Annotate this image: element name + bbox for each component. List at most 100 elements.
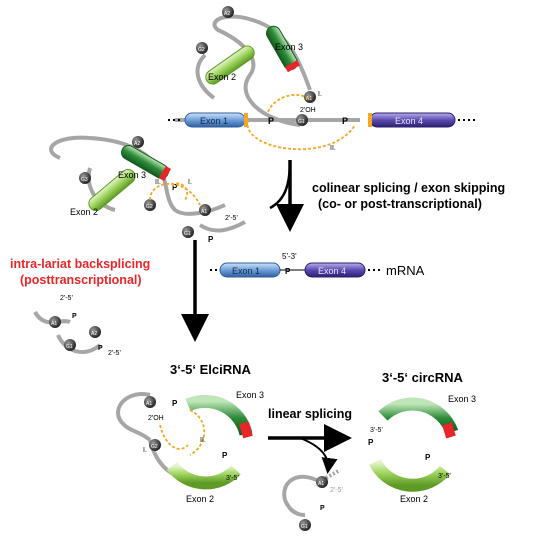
phosphate-lariat-2: P <box>98 345 103 352</box>
svg-text:A1: A1 <box>306 96 312 102</box>
link-35-circ-1: 3'-5' <box>370 427 383 434</box>
exon-2-elci <box>166 461 241 490</box>
exon-3-label-elci: Exon 3 <box>236 390 264 400</box>
intron-curve-top <box>195 53 216 100</box>
svg-text:A1: A1 <box>318 481 324 487</box>
link-25-excised: 2'-5' <box>330 487 343 494</box>
exon-3-top <box>266 25 301 73</box>
exon-3-end-circ <box>442 422 456 439</box>
exon-2-label-top: Exon 2 <box>208 72 236 82</box>
arrow-linear-side <box>299 437 338 474</box>
node-A1-top: A1 <box>304 91 316 103</box>
pre-mrna-top: Exon 2 Exon 3 Exon 1 Exon 4 P P A2 G2 A1… <box>168 6 478 152</box>
exon-2-label-left: Exon 2 <box>70 207 98 217</box>
step-I-top: I. <box>318 91 322 98</box>
intron-curve-left <box>86 167 116 212</box>
svg-text:A2: A2 <box>224 11 230 17</box>
svg-text:G2: G2 <box>146 204 153 210</box>
step-II-elci: II. <box>200 437 206 444</box>
step-I-elci: I. <box>143 447 147 454</box>
node-G2-top: G2 <box>196 42 208 54</box>
exon-3-label-circ: Exon 3 <box>448 394 476 404</box>
link-53-mrna: 5'-3' <box>282 252 297 261</box>
node-A1-lariat: A1 <box>49 316 61 328</box>
svg-text:G2: G2 <box>151 444 158 450</box>
mrna-label: mRNA <box>386 263 425 278</box>
reaction-arc-elci-2 <box>189 409 206 456</box>
node-G1-lariat: G1 <box>64 339 76 351</box>
node-A1-excised: A1 <box>316 476 328 488</box>
node-A1-left: A1 <box>199 204 211 216</box>
svg-text:G1: G1 <box>298 119 305 125</box>
phosphate-top-2: P <box>342 116 348 126</box>
node-G1-left: G1 <box>182 226 194 238</box>
linear-splicing-label: linear splicing <box>268 407 352 421</box>
exon-4-label-top: Exon 4 <box>395 116 423 126</box>
node-A1-elci: A1 <box>144 396 156 408</box>
svg-text:G1: G1 <box>66 344 73 350</box>
reaction-arc-elci-1 <box>159 424 189 450</box>
phosphate-circ-1: P <box>368 438 374 447</box>
step-I-left: I. <box>188 179 192 186</box>
step-II-top: II. <box>330 145 336 152</box>
node-A2-top: A2 <box>222 6 234 18</box>
svg-text:G3: G3 <box>81 177 88 183</box>
oh-top: 2'OH <box>300 107 316 114</box>
node-G2-elci: G2 <box>149 439 161 451</box>
phosphate-excised: P <box>320 505 325 512</box>
link-35-circ-2: 3'-5' <box>438 473 451 480</box>
splice-site-exon4 <box>368 113 372 127</box>
svg-text:A1: A1 <box>201 209 207 215</box>
exon-4-label-mrna: Exon 4 <box>318 266 346 276</box>
arrow-colinear-side <box>269 159 292 210</box>
exon-2-circ <box>369 458 451 492</box>
svg-text:A2: A2 <box>91 331 97 337</box>
node-A2-left: A2 <box>132 136 144 148</box>
excised-lariat: A1 G1 2'-5' P <box>282 468 343 531</box>
oh-elci: 2'OH <box>148 415 164 422</box>
elcirna-title: 3‘-5‘ ElciRNA <box>170 362 252 377</box>
svg-text:A1: A1 <box>146 401 152 407</box>
exon-3-label-left: Exon 3 <box>118 170 146 180</box>
exon-3-end-elci <box>239 421 253 439</box>
phosphate-elci-2: P <box>222 451 228 460</box>
node-G2-left: G2 <box>144 199 156 211</box>
reaction-arc-I-top <box>267 94 311 113</box>
splice-site-exon1 <box>244 113 248 127</box>
exon-3-elci <box>185 394 253 436</box>
link-25-lariat-1: 2'-5' <box>60 295 73 302</box>
circrna: Exon 3 Exon 2 3'-5' 3'-5' P P <box>368 394 476 504</box>
mrna: Exon 1 5'-3' P Exon 4 mRNA <box>210 252 425 278</box>
phosphate-left-2: P <box>208 235 214 244</box>
phosphate-elci-1: P <box>172 399 178 408</box>
link-25-lariat-2: 2'-5' <box>108 350 121 357</box>
svg-text:G1: G1 <box>184 231 191 237</box>
pre-mrna-left: Exon 2 Exon 3 A2 G3 G2 A1 G1 P P 2'-5' I… <box>49 135 246 244</box>
phosphate-lariat-1: P <box>72 313 77 320</box>
phosphate-circ-2: P <box>425 453 431 462</box>
exon-2-label-circ: Exon 2 <box>400 494 428 504</box>
phosphate-left-1: P <box>172 183 178 192</box>
phosphate-mrna: P <box>285 267 291 276</box>
intra-lariat-label-2: (posttranscriptional) <box>20 273 142 287</box>
svg-text:G1: G1 <box>301 524 308 530</box>
link-25-left: 2'-5' <box>225 215 238 222</box>
node-G1-top: G1 <box>296 114 308 126</box>
elcirna: Exon 3 Exon 2 A1 G2 P P 3'-5' 2'OH I. II… <box>116 390 264 504</box>
circrna-title: 3‘-5‘ circRNA <box>382 370 464 385</box>
exon-4-mrna <box>304 262 366 278</box>
exon-2-top <box>205 45 255 85</box>
exon-3-left <box>121 145 172 182</box>
node-A2-lariat: A2 <box>89 326 101 338</box>
reaction-arc-left <box>149 182 201 206</box>
lariat-fragment: A1 G1 A2 2'-5' 2'-5' P P <box>33 295 121 357</box>
exon-2-left <box>88 169 136 211</box>
intra-lariat-label-1: intra-lariat backsplicing <box>10 257 150 271</box>
exon-2-label-elci: Exon 2 <box>186 494 214 504</box>
colinear-label-2: (co- or post-transcriptional) <box>318 197 482 211</box>
svg-text:G2: G2 <box>198 47 205 53</box>
node-G3-left: G3 <box>79 172 91 184</box>
node-G1-excised: G1 <box>299 519 311 531</box>
